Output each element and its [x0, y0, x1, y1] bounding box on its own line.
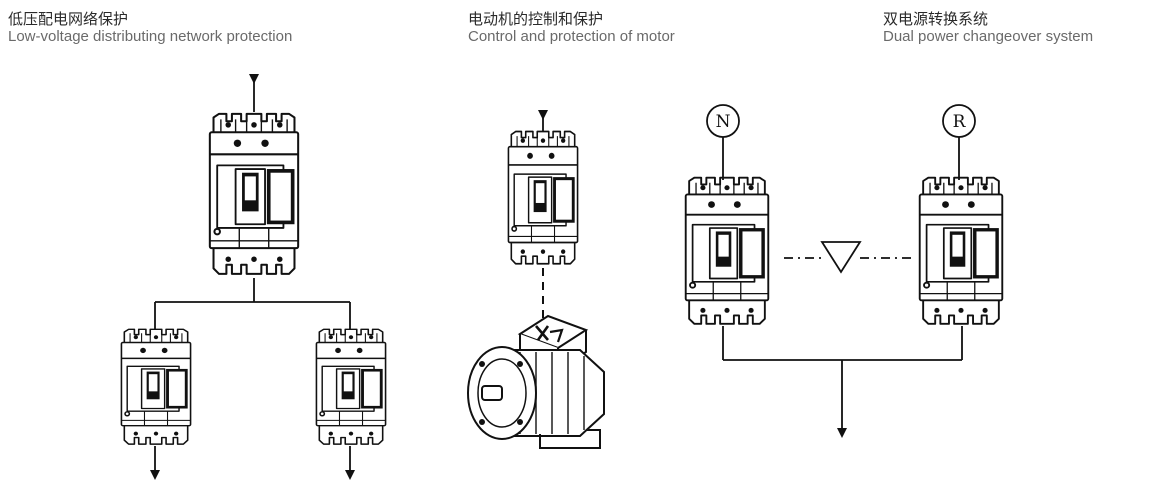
reserve-source-breaker	[918, 176, 1004, 325]
branch-breaker-left	[120, 328, 192, 445]
changeover-output-bus	[722, 326, 963, 428]
branch-output-arrow-left	[150, 470, 160, 480]
mechanical-interlock	[784, 241, 916, 274]
feeder-input-arrow	[249, 74, 259, 84]
caption-motor-protection: 电动机的控制和保护 Control and protection of moto…	[468, 10, 675, 46]
motor-breaker	[507, 130, 579, 265]
caption-en: Control and protection of motor	[468, 28, 675, 45]
normal-source-label: N	[716, 112, 731, 132]
branch-breaker-right	[315, 328, 387, 445]
caption-network-protection: 低压配电网络保护 Low-voltage distributing networ…	[8, 10, 292, 46]
motor-protection-diagram	[467, 110, 605, 449]
reserve-source-label: R	[953, 112, 967, 132]
main-breaker	[208, 112, 300, 275]
motor-feeder-arrow	[538, 110, 548, 120]
caption-zh: 双电源转换系统	[883, 10, 989, 28]
caption-en: Dual power changeover system	[883, 28, 1094, 45]
distribution-bus	[154, 278, 351, 330]
dual-power-diagram: N R	[684, 104, 1004, 438]
caption-en: Low-voltage distributing network protect…	[8, 28, 293, 45]
caption-zh: 电动机的控制和保护	[468, 10, 604, 28]
changeover-output-arrow	[837, 428, 847, 438]
caption-zh: 低压配电网络保护	[8, 10, 129, 28]
normal-source-breaker	[684, 176, 770, 325]
branch-output-arrow-right	[345, 470, 355, 480]
network-protection-diagram	[120, 74, 387, 480]
caption-dual-power: 双电源转换系统 Dual power changeover system	[883, 10, 1093, 46]
interlock-triangle-icon	[820, 241, 862, 274]
motor	[467, 314, 605, 449]
